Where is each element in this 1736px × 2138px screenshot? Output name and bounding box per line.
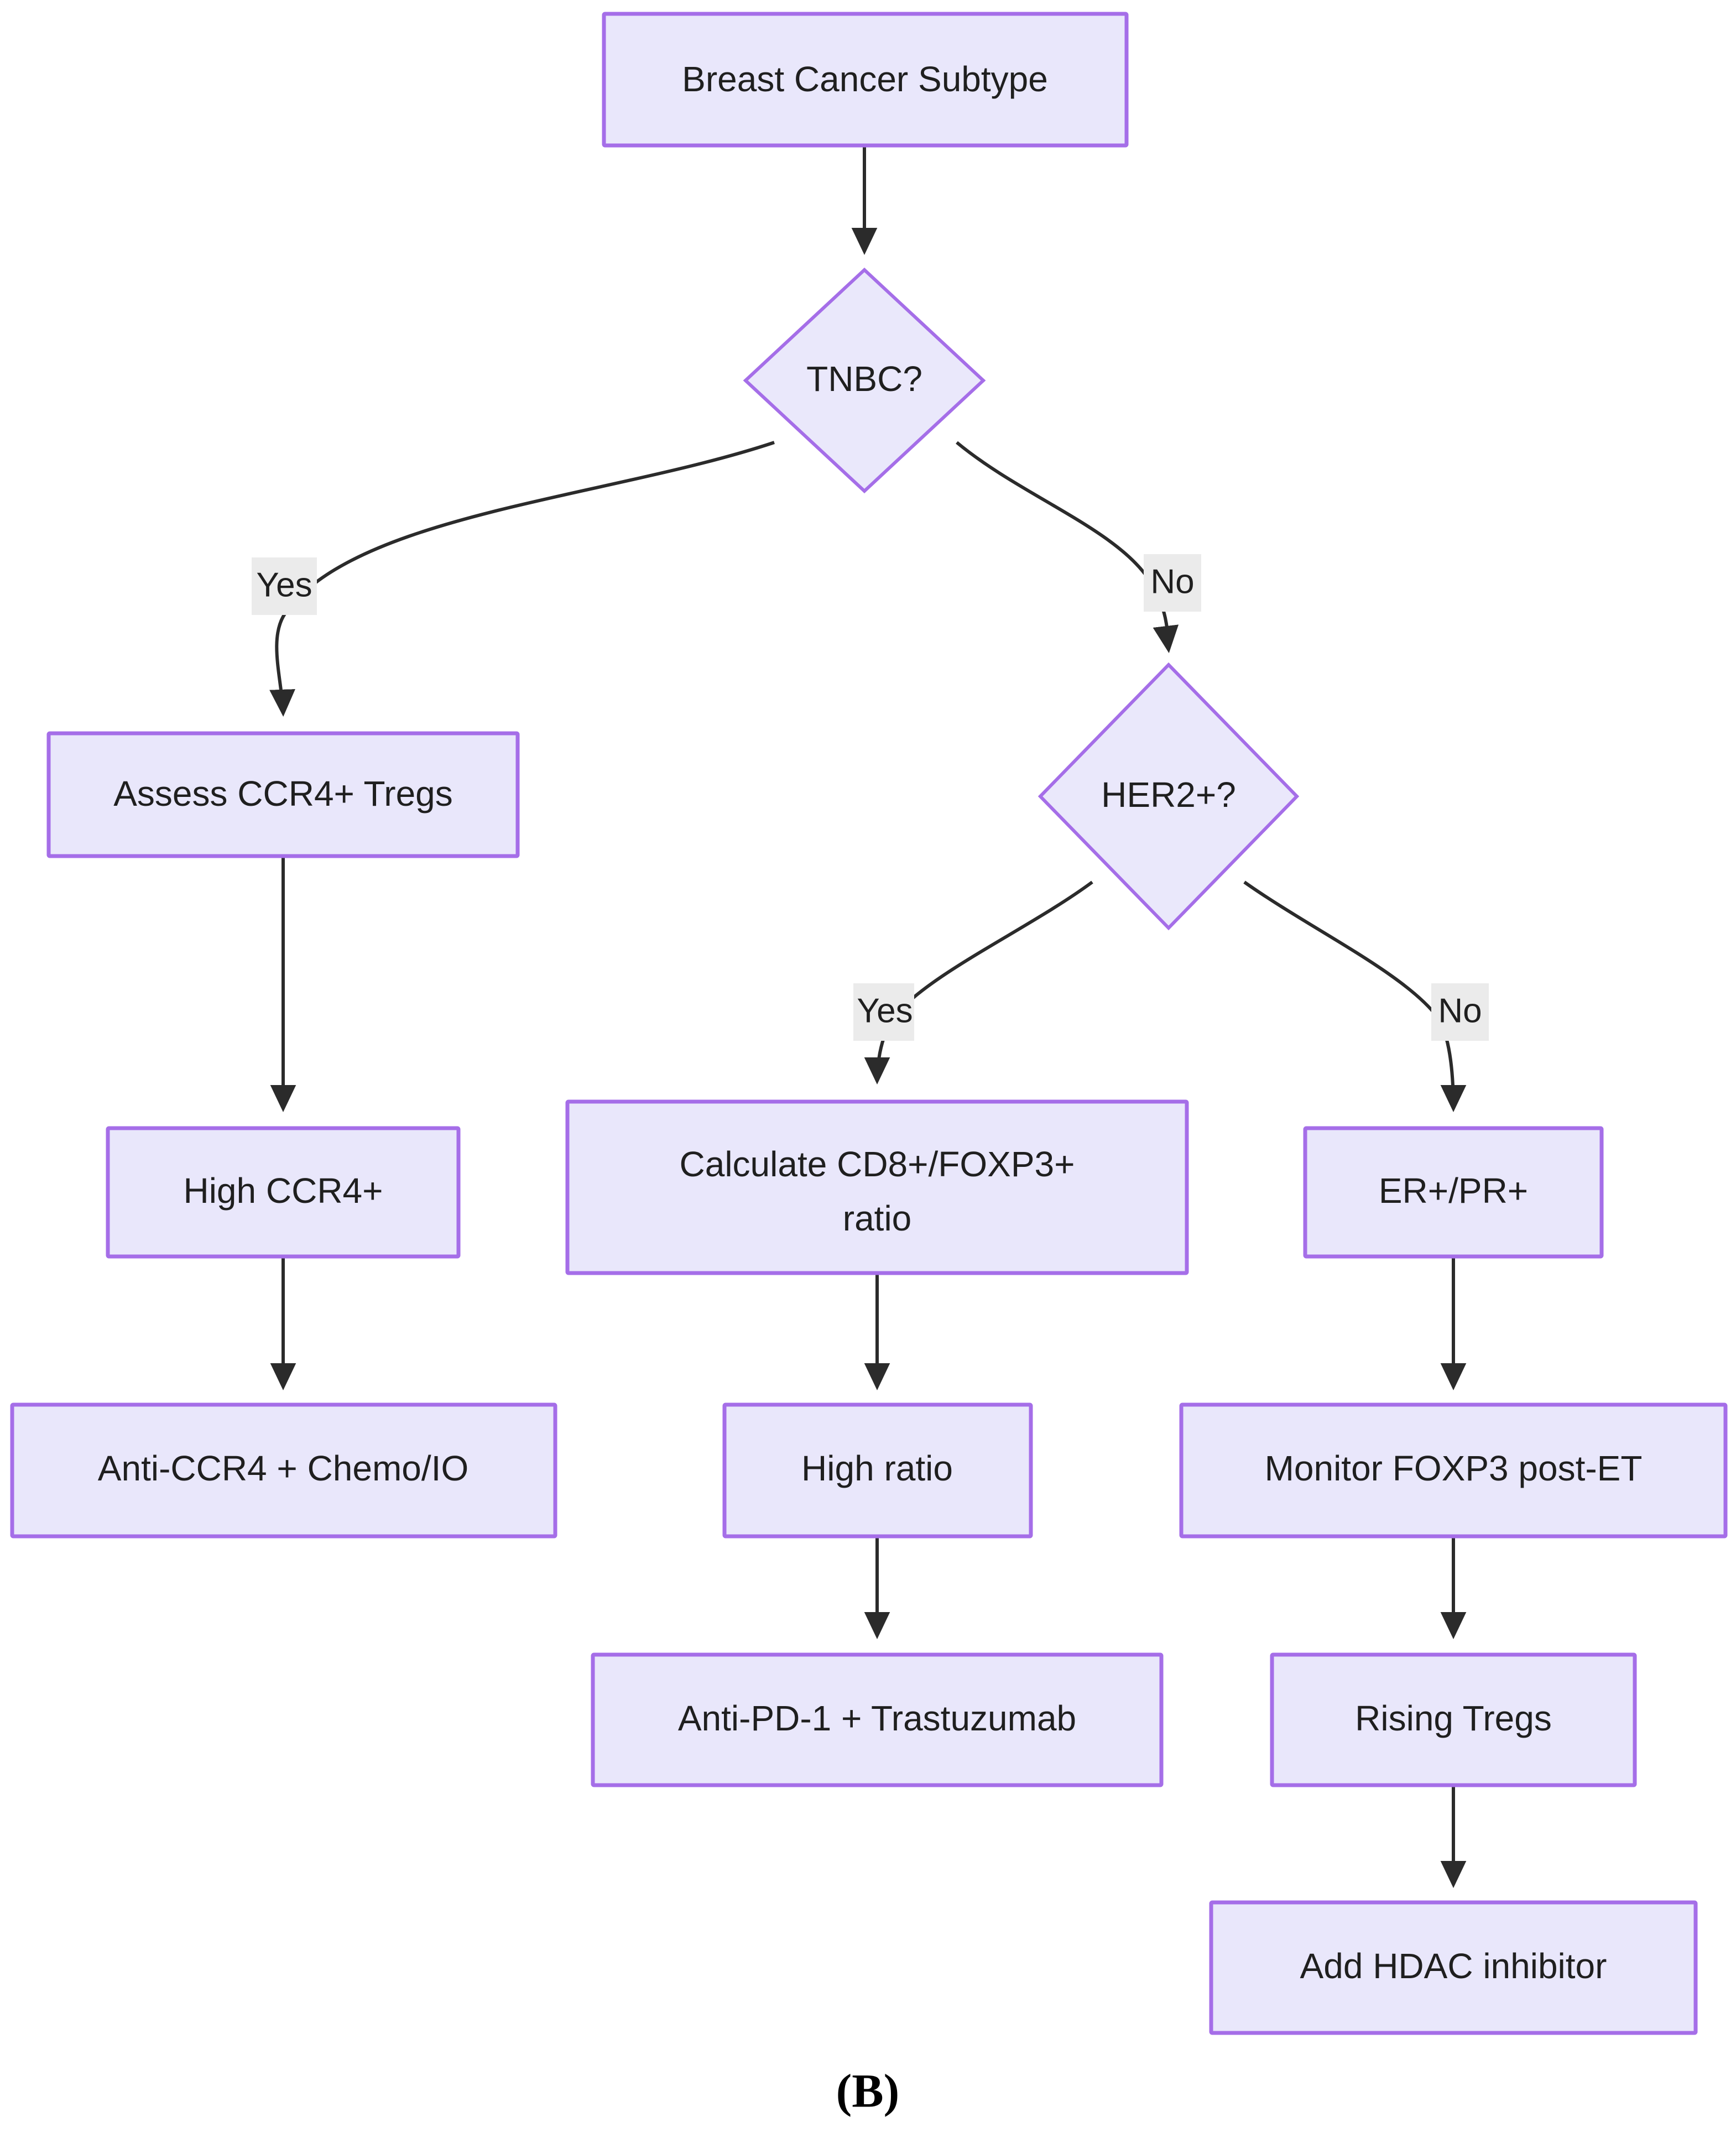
node-label-calculate-ratio-line1: Calculate CD8+/FOXP3+ [680, 1144, 1075, 1184]
node-label-rising-tregs: Rising Tregs [1355, 1698, 1552, 1738]
node-label-calculate-ratio-line2: ratio [843, 1198, 912, 1238]
node-her2-decision[interactable]: HER2+? [1038, 662, 1300, 931]
node-high-ratio[interactable]: High ratio [722, 1402, 1033, 1539]
edge-tnbc-to-assess-ccr4 [269, 441, 775, 717]
node-er-pr[interactable]: ER+/PR+ [1303, 1126, 1604, 1259]
panel-caption: (B) [836, 2064, 900, 2118]
node-high-ccr4[interactable]: High CCR4+ [106, 1126, 461, 1259]
node-label-add-hdac-inhibitor: Add HDAC inhibitor [1300, 1946, 1607, 1986]
node-label-anti-ccr4-chemo-io: Anti-CCR4 + Chemo/IO [98, 1448, 468, 1488]
edge-her2-to-er-pr [1243, 880, 1467, 1113]
node-label-monitor-foxp3: Monitor FOXP3 post-ET [1265, 1448, 1643, 1488]
node-label-breast-cancer-subtype: Breast Cancer Subtype [682, 59, 1048, 99]
edge-label-text-her2-yes: Yes [857, 992, 913, 1030]
edge-label-text-tnbc-yes: Yes [256, 566, 312, 604]
edge-label-tnbc-yes: Yes [252, 557, 317, 615]
node-label-er-pr: ER+/PR+ [1379, 1171, 1528, 1211]
edge-label-her2-no: No [1431, 983, 1489, 1041]
node-breast-cancer-subtype[interactable]: Breast Cancer Subtype [602, 12, 1129, 148]
edge-label-text-her2-no: No [1438, 992, 1482, 1030]
edge-label-her2-yes: Yes [853, 983, 914, 1041]
node-anti-ccr4-chemo-io[interactable]: Anti-CCR4 + Chemo/IO [10, 1402, 557, 1539]
node-label-assess-ccr4-tregs: Assess CCR4+ Tregs [113, 774, 453, 814]
edge-label-text-tnbc-no: No [1150, 562, 1194, 601]
node-add-hdac-inhibitor[interactable]: Add HDAC inhibitor [1209, 1900, 1698, 2035]
node-label-high-ratio: High ratio [801, 1448, 953, 1488]
edge-tnbc-to-her2 [956, 441, 1179, 653]
node-label-tnbc: TNBC? [806, 359, 922, 399]
node-monitor-foxp3[interactable]: Monitor FOXP3 post-ET [1179, 1402, 1728, 1539]
node-label-her2: HER2+? [1101, 775, 1236, 815]
node-tnbc-decision[interactable]: TNBC? [743, 267, 986, 494]
edges-layer [269, 145, 1467, 1889]
node-rising-tregs[interactable]: Rising Tregs [1270, 1652, 1637, 1787]
node-anti-pd1-trastuzumab[interactable]: Anti-PD-1 + Trastuzumab [591, 1652, 1164, 1787]
node-calculate-ratio[interactable]: Calculate CD8+/FOXP3+ ratio [565, 1099, 1189, 1275]
edge-her2-to-calc-ratio [864, 880, 1093, 1085]
edge-label-tnbc-no: No [1144, 554, 1201, 612]
node-assess-ccr4-tregs[interactable]: Assess CCR4+ Tregs [46, 731, 520, 858]
node-label-anti-pd1-trastuzumab: Anti-PD-1 + Trastuzumab [678, 1698, 1076, 1738]
node-label-high-ccr4: High CCR4+ [183, 1171, 383, 1211]
